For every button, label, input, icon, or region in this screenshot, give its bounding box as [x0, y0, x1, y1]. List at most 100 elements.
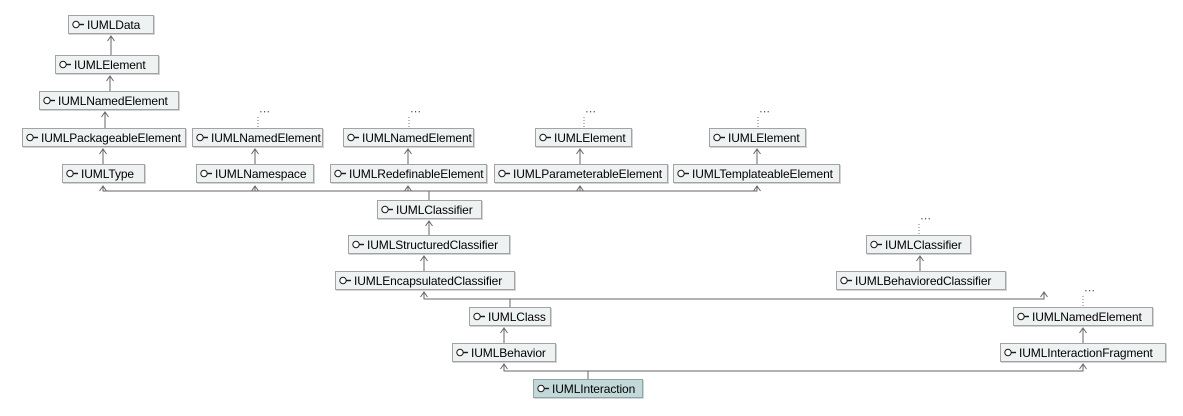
uml-node-label: IUMLData — [87, 17, 141, 32]
inheritance-arrowhead — [404, 148, 412, 155]
truncated-ancestors-ellipsis: ⋯ — [259, 106, 271, 118]
inheritance-arrowhead — [576, 148, 584, 155]
inheritance-arrowhead — [1079, 327, 1087, 334]
interface-lollipop-icon — [870, 240, 882, 249]
uml-node-iumlclassifier[interactable]: IUMLClassifier — [377, 200, 482, 219]
uml-node-iumlparameterableelement[interactable]: IUMLParameterableElement — [494, 164, 668, 183]
uml-node-label: IUMLPackageableElement — [41, 130, 181, 145]
inheritance-arrowhead — [576, 185, 584, 192]
interface-lollipop-icon — [59, 60, 71, 69]
inheritance-edge — [503, 364, 589, 379]
truncated-ancestors-ellipsis: ⋯ — [410, 106, 422, 118]
interface-lollipop-icon — [713, 133, 725, 142]
uml-node-iumlnamedelement[interactable]: IUMLNamedElement — [39, 91, 179, 110]
uml-node-iumlbehavior[interactable]: IUMLBehavior — [452, 343, 556, 362]
uml-node-label: IUMLInteractionFragment — [1019, 345, 1153, 360]
uml-node-iumlpackageableelement[interactable]: IUMLPackageableElement — [22, 128, 186, 147]
inheritance-edge — [510, 292, 1045, 300]
interface-lollipop-icon — [334, 169, 346, 178]
inheritance-arrowhead — [420, 291, 428, 298]
inheritance-arrowhead — [753, 148, 761, 155]
uml-node-label: IUMLStructuredClassifier — [367, 237, 498, 252]
uml-node-label: IUMLBehavior — [471, 345, 546, 360]
interface-lollipop-icon — [539, 133, 551, 142]
uml-node-iumlnamedelement[interactable]: IUMLNamedElement — [343, 128, 474, 147]
uml-node-iumltype[interactable]: IUMLType — [62, 164, 145, 183]
uml-node-label: IUMLNamedElement — [362, 130, 472, 145]
uml-node-label: IUMLParameterableElement — [513, 166, 663, 181]
truncated-ancestors-ellipsis: ⋯ — [585, 106, 597, 118]
uml-node-iumldata[interactable]: IUMLData — [68, 15, 154, 34]
uml-node-label: IUMLNamedElement — [1032, 309, 1142, 324]
uml-node-iumlnamedelement[interactable]: IUMLNamedElement — [1013, 307, 1153, 326]
inheritance-arrowhead — [1040, 291, 1048, 298]
interface-lollipop-icon — [456, 348, 468, 357]
inheritance-arrowhead — [99, 148, 107, 155]
inheritance-edge — [429, 186, 758, 192]
interface-lollipop-icon — [72, 20, 84, 29]
uml-node-iumlelement[interactable]: IUMLElement — [535, 128, 632, 147]
uml-node-label: IUMLClassifier — [396, 202, 473, 217]
interface-lollipop-icon — [26, 133, 38, 142]
inheritance-arrowhead — [500, 327, 508, 334]
uml-node-label: IUMLElement — [728, 130, 800, 145]
uml-node-label: IUMLNamedElement — [58, 93, 168, 108]
interface-lollipop-icon — [498, 169, 510, 178]
interface-lollipop-icon — [677, 169, 689, 178]
uml-node-label: IUMLRedefinableElement — [349, 166, 484, 181]
interface-lollipop-icon — [840, 276, 852, 285]
inheritance-arrowhead — [101, 111, 109, 118]
interface-lollipop-icon — [66, 169, 78, 178]
uml-node-iumlinteractionfragment[interactable]: IUMLInteractionFragment — [1000, 343, 1166, 362]
inheritance-arrowhead — [106, 75, 114, 82]
interface-lollipop-icon — [473, 312, 485, 321]
inheritance-arrowhead — [420, 255, 428, 262]
inheritance-edge — [423, 292, 511, 307]
interface-lollipop-icon — [537, 384, 549, 393]
uml-node-iumlencapsulatedclassifier[interactable]: IUMLEncapsulatedClassifier — [335, 271, 515, 290]
inheritance-edge — [429, 186, 581, 192]
interface-lollipop-icon — [1017, 312, 1029, 321]
uml-node-label: IUMLElement — [74, 57, 146, 72]
interface-lollipop-icon — [339, 276, 351, 285]
inheritance-edge — [254, 186, 429, 192]
interface-lollipop-icon — [1004, 348, 1016, 357]
uml-node-iumlelement[interactable]: IUMLElement — [55, 55, 159, 74]
inheritance-arrowhead — [107, 35, 115, 42]
inheritance-arrowhead — [500, 363, 508, 370]
inheritance-arrowhead — [251, 148, 259, 155]
truncated-ancestors-ellipsis: ⋯ — [920, 213, 932, 225]
inheritance-arrowhead — [916, 255, 924, 262]
interface-lollipop-icon — [43, 96, 55, 105]
uml-node-iumlclass[interactable]: IUMLClass — [469, 307, 551, 326]
uml-node-label: IUMLTemplateableElement — [692, 166, 833, 181]
truncated-ancestors-ellipsis: ⋯ — [1084, 285, 1096, 297]
uml-node-label: IUMLNamespace — [215, 166, 307, 181]
uml-node-iumlredefinableelement[interactable]: IUMLRedefinableElement — [330, 164, 487, 183]
inheritance-arrowhead — [753, 185, 761, 192]
inheritance-arrowhead — [425, 220, 433, 227]
uml-node-label: IUMLInteraction — [552, 381, 636, 396]
interface-lollipop-icon — [196, 133, 208, 142]
uml-node-iumlinteraction[interactable]: IUMLInteraction — [533, 379, 643, 398]
inheritance-edge — [588, 364, 1084, 372]
inheritance-edge — [102, 186, 430, 200]
uml-node-iumltemplateableelement[interactable]: IUMLTemplateableElement — [673, 164, 840, 183]
uml-node-label: IUMLEncapsulatedClassifier — [354, 273, 503, 288]
uml-node-label: IUMLElement — [554, 130, 626, 145]
uml-node-label: IUMLClassifier — [885, 237, 962, 252]
uml-node-iumlclassifier[interactable]: IUMLClassifier — [866, 235, 971, 254]
interface-lollipop-icon — [200, 169, 212, 178]
uml-node-label: IUMLClass — [488, 309, 546, 324]
interface-lollipop-icon — [352, 240, 364, 249]
inheritance-arrowhead — [251, 185, 259, 192]
uml-node-iumlbehavioredclassifier[interactable]: IUMLBehavioredClassifier — [836, 271, 1006, 290]
uml-node-iumlelement[interactable]: IUMLElement — [709, 128, 806, 147]
uml-node-label: IUMLNamedElement — [211, 130, 321, 145]
uml-node-iumlnamedelement[interactable]: IUMLNamedElement — [192, 128, 323, 147]
interface-lollipop-icon — [347, 133, 359, 142]
uml-node-iumlnamespace[interactable]: IUMLNamespace — [196, 164, 314, 183]
uml-node-iumlstructuredclassifier[interactable]: IUMLStructuredClassifier — [348, 235, 510, 254]
uml-node-label: IUMLBehavioredClassifier — [855, 273, 992, 288]
